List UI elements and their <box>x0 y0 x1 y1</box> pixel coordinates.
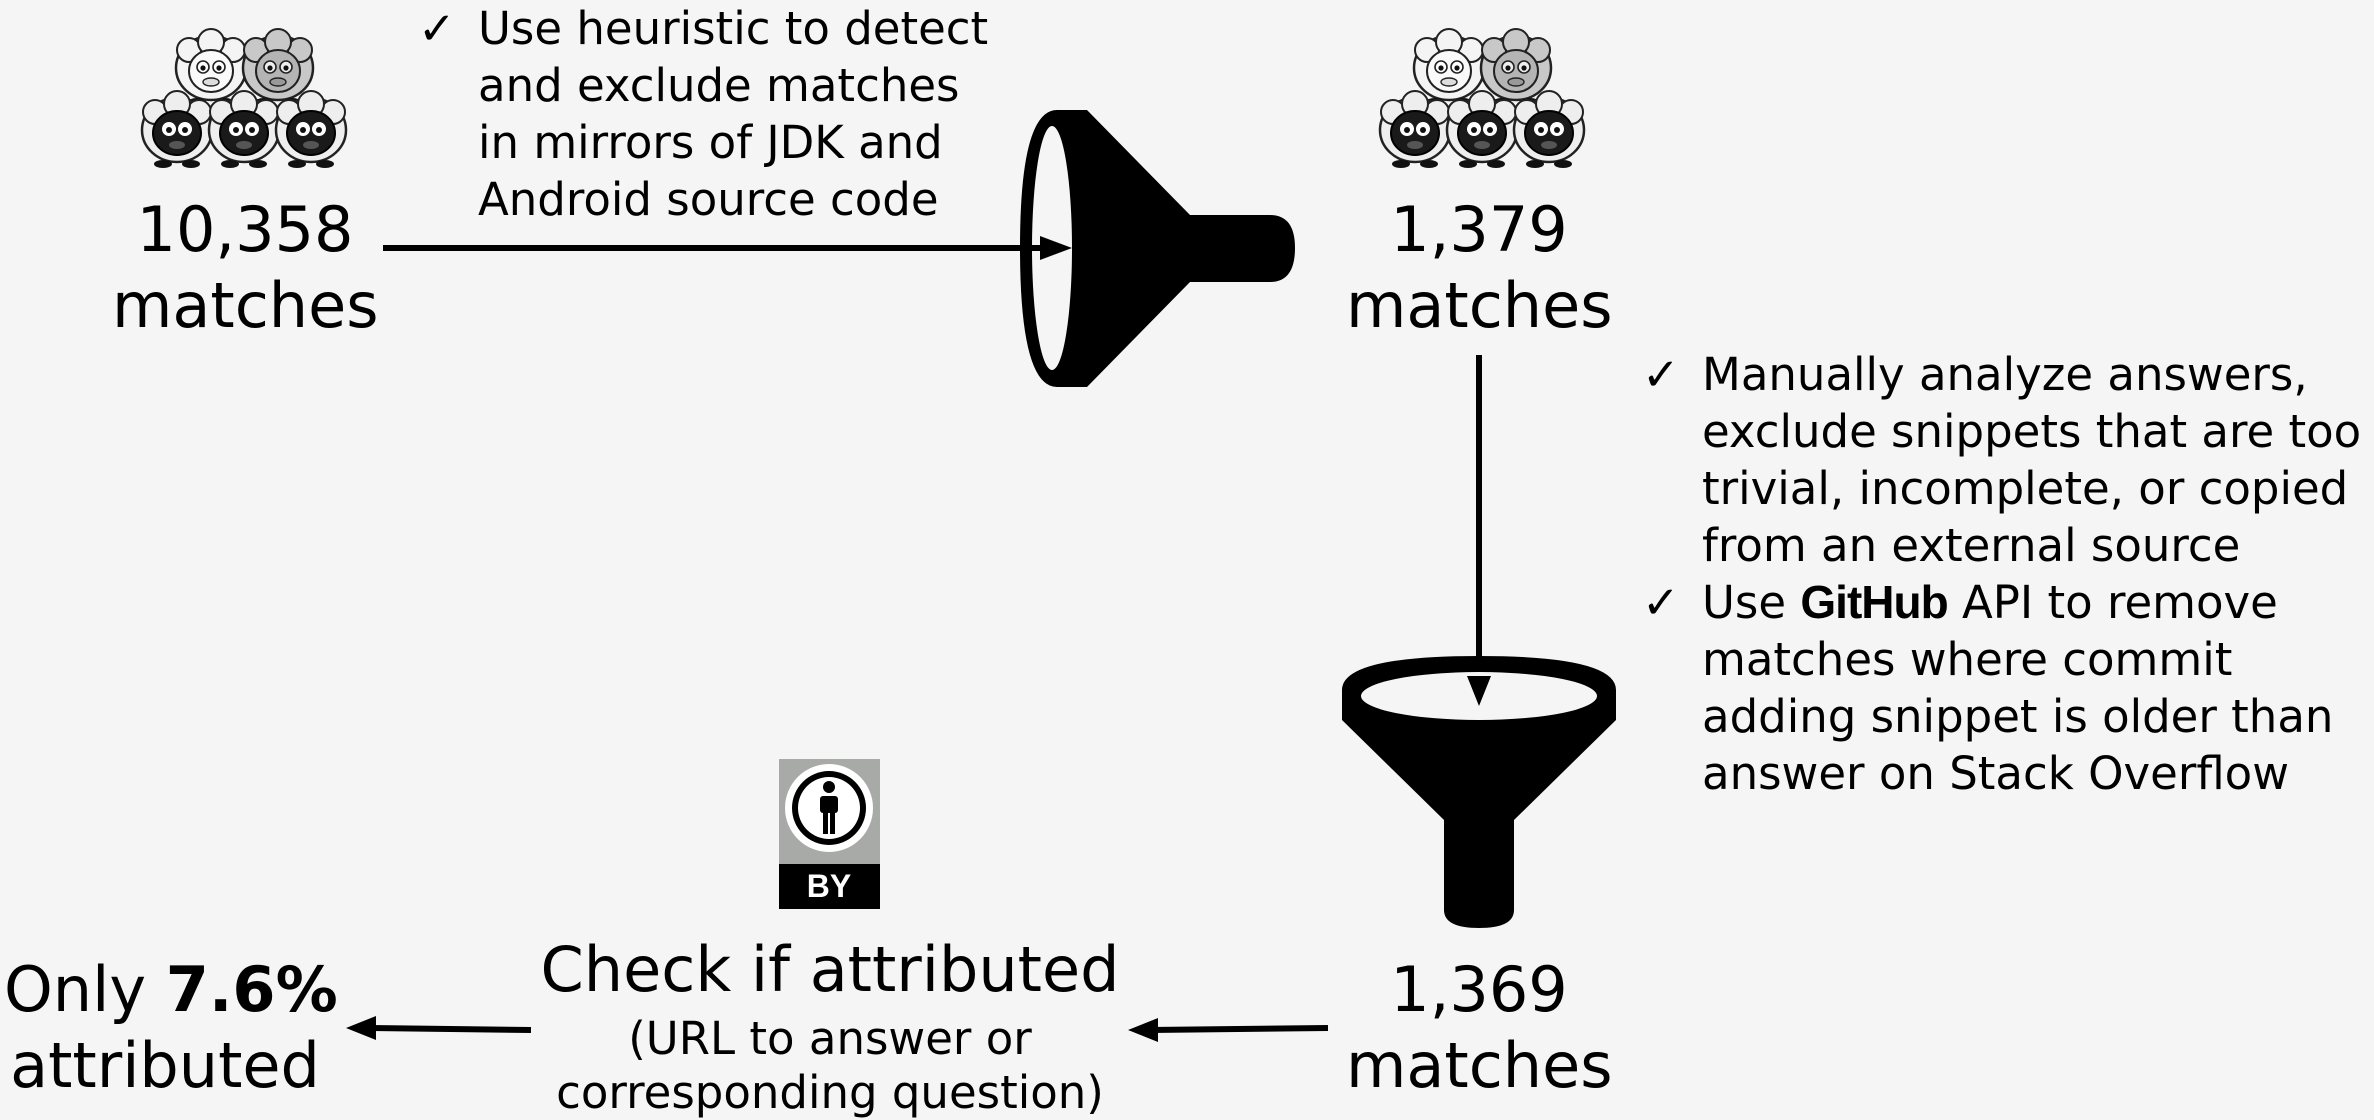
step2-github-pre: Use <box>1702 576 1787 629</box>
step2-line: matches where commit <box>1702 633 2233 686</box>
sheep-icon <box>207 89 281 170</box>
sheep-icon-group-1 <box>140 27 348 170</box>
cc-by-icon: BY <box>779 759 880 909</box>
stage1-unit: matches <box>112 269 379 342</box>
step2-line: adding snippet is older than <box>1702 690 2334 743</box>
step1-item: ✓ Use heuristic to detect and exclude ma… <box>418 0 988 228</box>
stage1-count: 10,358 <box>136 193 354 266</box>
stage2-count: 1,379 <box>1390 193 1568 266</box>
stage2-unit: matches <box>1346 269 1613 342</box>
result-percent: 7.6% <box>165 953 338 1026</box>
sheep-icon <box>274 89 348 170</box>
step1-note: ✓ Use heuristic to detect and exclude ma… <box>418 0 988 228</box>
sheep-icon <box>1378 89 1452 170</box>
arrow-icon <box>383 236 1072 260</box>
step1-line: and exclude matches <box>478 59 960 112</box>
check-attribution-title: Check if attributed <box>540 933 1120 1006</box>
step2-note: ✓ Manually analyze answers, exclude snip… <box>1642 346 2361 802</box>
github-logo: GitHub <box>1800 576 1948 628</box>
stage1-count-block: 10,358 matches <box>112 192 379 344</box>
step2-line: Manually analyze answers, <box>1702 348 2308 401</box>
arrow-icon <box>1128 1018 1329 1042</box>
check-attribution-subtitle: (URL to answer or corresponding question… <box>530 1012 1130 1120</box>
check-icon: ✓ <box>418 2 456 55</box>
result-post: attributed <box>10 1029 320 1102</box>
result-pre: Only <box>4 953 147 1026</box>
result-line-1: Only 7.6% <box>4 952 338 1028</box>
step1-line: in mirrors of JDK and <box>478 116 943 169</box>
step2-item-github: ✓ Use GitHub API to remove matches where… <box>1642 574 2361 802</box>
check-attribution-subtitle-line: corresponding question) <box>556 1066 1104 1119</box>
step2-line: exclude snippets that are too <box>1702 405 2362 458</box>
stage2-count-block: 1,379 matches <box>1346 192 1613 344</box>
check-icon: ✓ <box>1642 348 1680 401</box>
step1-line: Android source code <box>478 173 939 226</box>
step2-line: Use GitHub API to remove <box>1702 574 2361 631</box>
arrow-icon <box>346 1016 532 1040</box>
step2-github-post: API to remove <box>1962 576 2278 629</box>
step2-line: answer on Stack Overflow <box>1702 747 2289 800</box>
sheep-icon <box>140 89 214 170</box>
step1-line: Use heuristic to detect <box>478 2 989 55</box>
result-block: Only 7.6% attributed <box>4 952 338 1104</box>
funnel-icon <box>1342 656 1616 928</box>
step2-item-manual: ✓ Manually analyze answers, exclude snip… <box>1642 346 2361 574</box>
step2-line: from an external source <box>1702 519 2241 572</box>
arrow-icon <box>1467 355 1491 708</box>
stage3-count: 1,369 <box>1390 953 1568 1026</box>
check-attribution-subtitle-line: (URL to answer or <box>628 1012 1032 1065</box>
sheep-icon <box>1445 89 1519 170</box>
step2-line: trivial, incomplete, or copied <box>1702 462 2349 515</box>
sheep-icon <box>1512 89 1586 170</box>
stage3-unit: matches <box>1346 1029 1613 1102</box>
stage3-count-block: 1,369 matches <box>1346 952 1613 1104</box>
sheep-icon-group-2 <box>1378 27 1586 170</box>
cc-by-label: BY <box>807 868 851 904</box>
check-icon: ✓ <box>1642 576 1680 629</box>
